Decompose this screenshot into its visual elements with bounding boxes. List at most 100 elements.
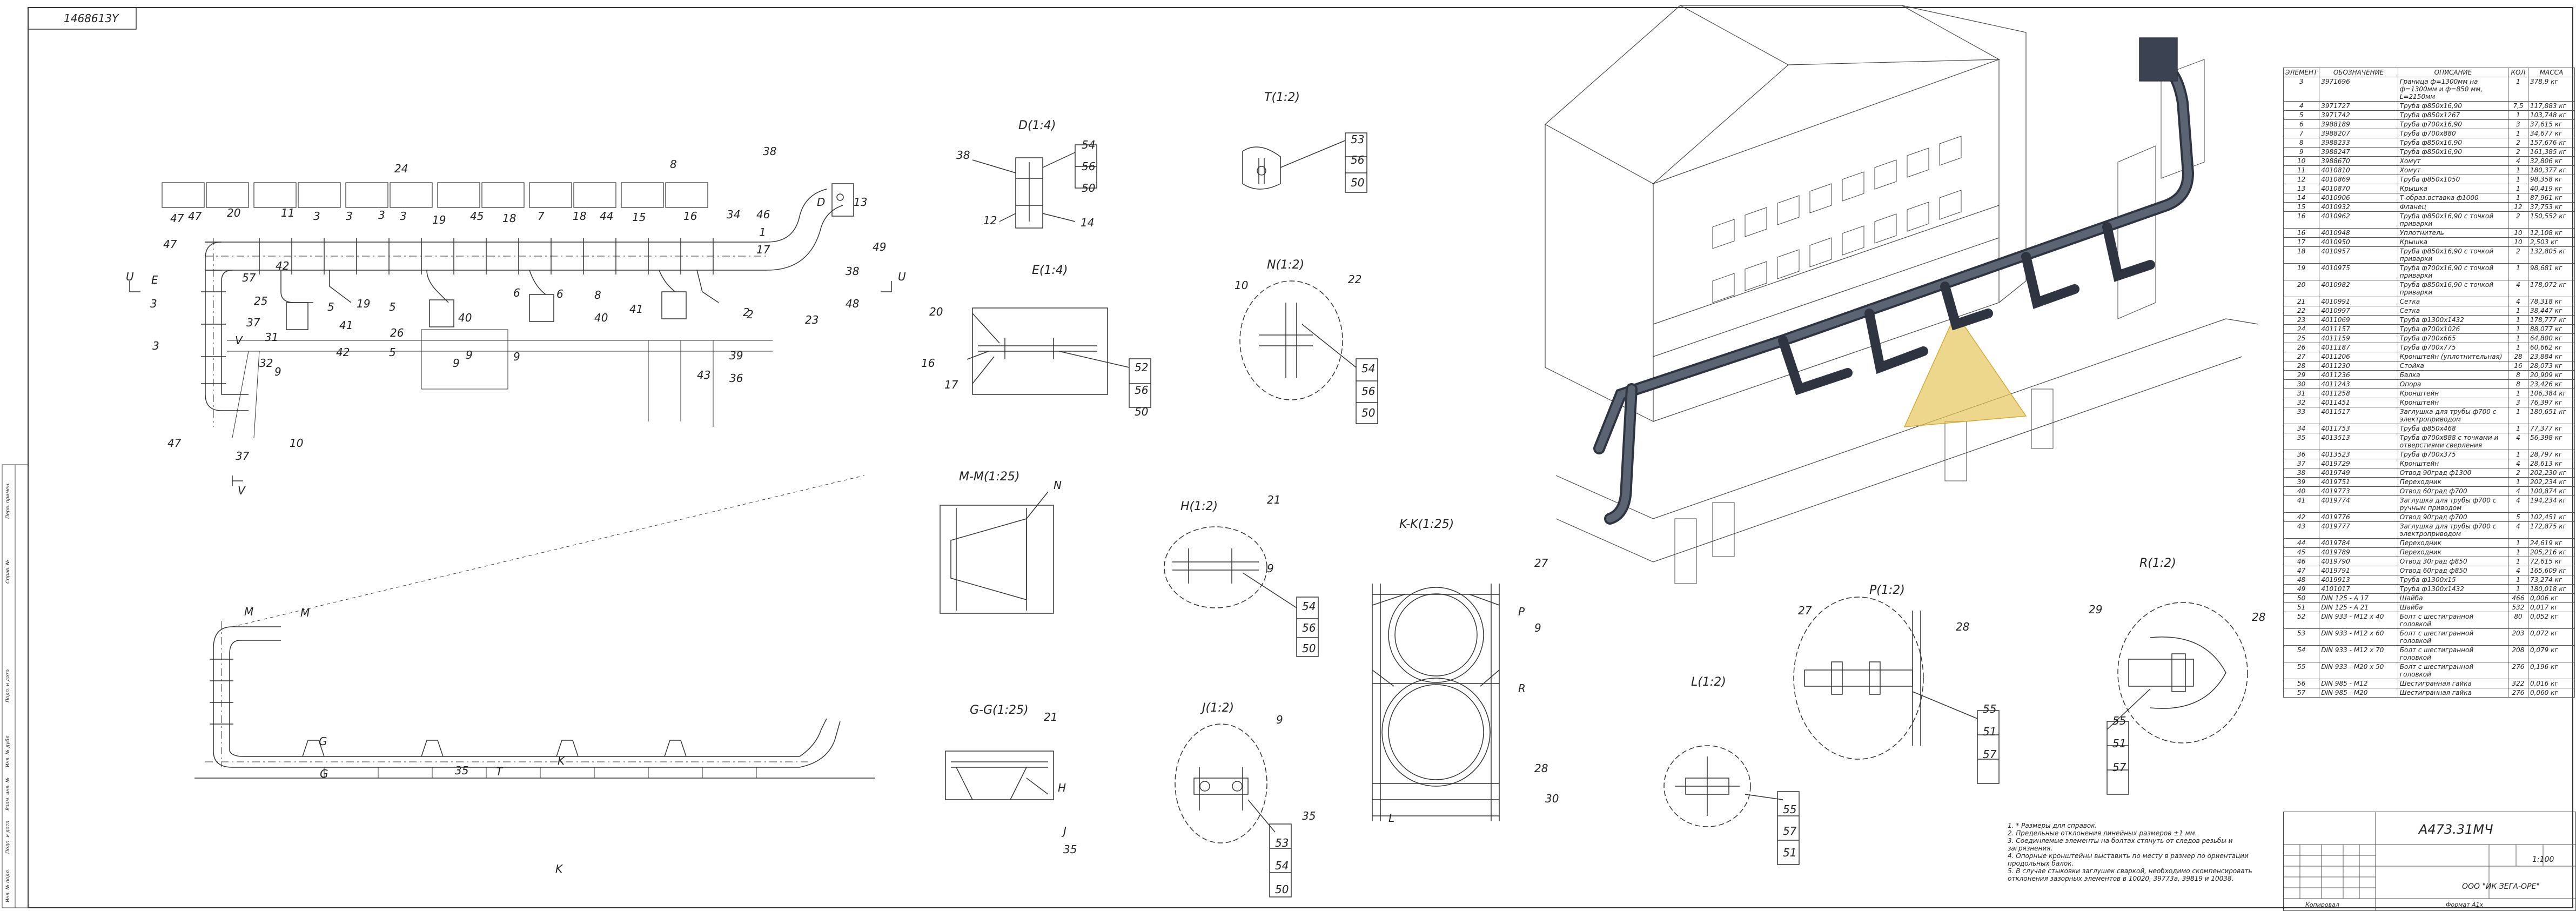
bom-cell: 4019774: [2319, 495, 2398, 513]
bom-cell: 41: [2283, 495, 2320, 513]
bom-cell: Сетка: [2397, 306, 2509, 316]
detail-n-callout: 10: [1235, 279, 1249, 292]
bom-cell: 4011069: [2319, 315, 2398, 325]
plan-callout: V: [235, 334, 243, 347]
bom-cell: DIN 933 - M20 x 50: [2319, 662, 2398, 679]
section-gg: [945, 751, 1054, 800]
plan-callout: 3: [400, 210, 407, 223]
bom-cell: 2: [2508, 468, 2528, 478]
bom-cell: 5: [2283, 110, 2320, 120]
bom-cell: 23,884 кг: [2527, 352, 2575, 361]
drawing-code: А473.31MЧ: [2419, 822, 2493, 837]
plan-callout: 6: [556, 287, 564, 300]
plan-section-marks: [129, 281, 892, 486]
bom-cell: 43: [2283, 521, 2320, 539]
plan-callout: 32: [259, 357, 273, 370]
bom-cell: 37: [2283, 459, 2320, 468]
plan-callout: 8: [670, 158, 677, 171]
bom-cell: Отвод 60град ф850: [2397, 566, 2509, 575]
view-title-kk: K-K(1:25): [1399, 518, 1454, 531]
plan-callout: 47: [188, 210, 202, 223]
title-block: А473.31MЧ 1:100 ООО "ИК ЗЕГА-ОРЕ" Копиро…: [2283, 812, 2576, 911]
bom-cell: 13: [2283, 184, 2320, 193]
detail-e-callout: 20: [929, 305, 943, 318]
detail-kk-callout: 9: [1534, 621, 1541, 634]
plan-callout: 17: [756, 243, 770, 256]
plan-callout: 10: [290, 437, 304, 450]
bom-cell: 28,073 кг: [2527, 361, 2575, 371]
bom-cell: 178,072 кг: [2527, 280, 2575, 297]
note-line: 4. Опорные кронштейны выставить по месту…: [2008, 852, 2249, 867]
plan-callout: 43: [697, 369, 711, 381]
bom-cell: 12,108 кг: [2527, 228, 2575, 238]
plan-callout: 41: [629, 303, 643, 316]
bom-cell: 4013523: [2319, 450, 2398, 459]
bom-cell: 57: [2283, 688, 2320, 698]
bom-cell: DIN 933 - M12 x 70: [2319, 645, 2398, 662]
bom-cell: Труба ф700х375: [2397, 450, 2509, 459]
bom-cell: 102,451 кг: [2527, 512, 2575, 522]
bom-cell: 1: [2508, 129, 2528, 138]
bom-cell: Труба ф700х16,90: [2397, 119, 2509, 129]
bom-cell: 4013513: [2319, 433, 2398, 450]
bom-cell: 3971727: [2319, 101, 2398, 111]
detail-e-callout: 56: [1135, 384, 1149, 397]
note-line: 5. В случае стыковки заглушек сваркой, н…: [2008, 867, 2252, 882]
detail-n: [1239, 280, 1378, 424]
bom-cell: DIN 933 - M12 x 60: [2319, 628, 2398, 646]
bom-cell: 36: [2283, 450, 2320, 459]
bom-cell: 3: [2508, 398, 2528, 407]
detail-t-callout: 53: [1351, 133, 1365, 146]
bom-cell: 4019773: [2319, 486, 2398, 496]
bom-cell: 202,234 кг: [2527, 477, 2575, 487]
view-title-gg: G-G(1:25): [970, 704, 1029, 717]
bom-cell: 4011517: [2319, 407, 2398, 424]
plan-callout: 8: [594, 289, 601, 302]
bom-cell: 3988247: [2319, 147, 2398, 157]
bom-cell: 1: [2508, 324, 2528, 334]
plan-callout: 31: [265, 331, 279, 344]
bom-cell: 1: [2508, 547, 2528, 557]
bom-cell: 1: [2508, 575, 2528, 585]
left-margin-strip: [2, 464, 29, 908]
bom-cell: 0,072 кг: [2527, 628, 2575, 646]
bom-cell: Фланец: [2397, 202, 2509, 212]
view-title-mm: M-M(1:25): [959, 470, 1020, 484]
bom-cell: 4010810: [2319, 165, 2398, 175]
bom-cell: 4011187: [2319, 343, 2398, 352]
bom-header-cell: КОЛ: [2508, 68, 2528, 77]
detail-kk-callout: R: [1518, 682, 1526, 695]
bom-cell: 12: [2508, 202, 2528, 212]
elev-callout: G: [319, 735, 327, 748]
bom-header-cell: ЭЛЕМЕНТ: [2283, 68, 2320, 77]
bom-cell: Балка: [2397, 370, 2509, 380]
plan-callout: D: [817, 196, 826, 209]
bom-cell: 54: [2283, 645, 2320, 662]
view-title-h: H(1:2): [1180, 500, 1218, 513]
bom-cell: 32,806 кг: [2527, 156, 2575, 166]
bom-cell: 4011236: [2319, 370, 2398, 380]
bom-cell: 180,651 кг: [2527, 407, 2575, 424]
bom-cell: 72,615 кг: [2527, 557, 2575, 566]
bom-cell: Хомут: [2397, 156, 2509, 166]
bom-cell: 276: [2508, 662, 2528, 679]
bom-cell: 0,079 кг: [2527, 645, 2575, 662]
bom-cell: 29: [2283, 370, 2320, 380]
bom-cell: 106,384 кг: [2527, 388, 2575, 398]
plan-callout: 24: [394, 162, 408, 175]
bom-cell: 4019749: [2319, 468, 2398, 478]
bom-cell: 205,216 кг: [2527, 547, 2575, 557]
bom-cell: 11: [2283, 165, 2320, 175]
bom-cell: 117,883 кг: [2527, 101, 2575, 111]
bom-cell: 4: [2508, 495, 2528, 513]
